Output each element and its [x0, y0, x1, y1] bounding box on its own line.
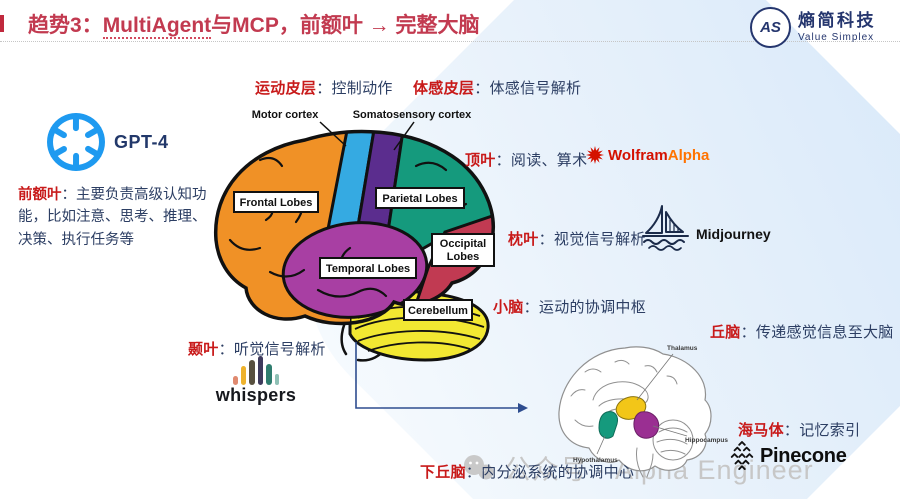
- occipital-lobes-label-line1: Occipital: [440, 238, 486, 250]
- gpt4-label: GPT-4: [114, 131, 169, 152]
- title-prefix: 趋势3：: [28, 14, 103, 37]
- midjourney-label: Midjourney: [696, 226, 771, 242]
- connector-arrow: [355, 342, 528, 413]
- arrowhead-icon: [518, 403, 528, 413]
- occipital-term: 枕叶: [508, 231, 539, 248]
- gpt4-logo: GPT-4: [44, 110, 169, 174]
- wolfram-label: Wolfram: [608, 146, 668, 164]
- thalamus-term: 丘脑: [710, 324, 741, 341]
- parietal-lobes-label: Parietal Lobes: [382, 193, 457, 205]
- temporal-term: 颞叶: [188, 341, 219, 358]
- as-monogram-icon: AS: [750, 7, 791, 48]
- motor-cortex-label: Motor cortex: [252, 109, 320, 121]
- page-title: 趋势3：MultiAgent与MCP，前额叶 → 完整大脑: [28, 9, 480, 39]
- company-logo-text: 熵简科技 Value Simplex: [798, 10, 876, 44]
- motor-term: 运动皮层: [255, 80, 317, 97]
- occipital-annotation: 枕叶：视觉信号解析: [508, 228, 646, 249]
- wolframalpha-logo: WolframAlpha: [586, 146, 709, 164]
- alpha-label: Alpha: [667, 146, 710, 164]
- small-thalamus-label: Thalamus: [667, 345, 698, 352]
- parietal-annotation: 顶叶：阅读、算术: [465, 149, 587, 170]
- small-hypothalamus-label: Hypothalamus: [573, 457, 618, 464]
- cerebrum-outline: [214, 129, 495, 326]
- header-divider: [0, 41, 900, 42]
- motor-annotation: 运动皮层：控制动作: [255, 77, 393, 98]
- cortex-pointer-lines: [319, 121, 415, 151]
- small-brain-pointer-lines: [596, 353, 688, 455]
- hypothalamus-region: [598, 411, 618, 439]
- brain-diagram: Motor cortex Somatosensory cortex Fronta…: [214, 109, 495, 362]
- midjourney-boat-icon: [642, 205, 689, 251]
- title-accent-bar: [0, 15, 4, 32]
- whispers-label: whispers: [215, 385, 297, 405]
- thalamus-desc: ：传递感觉信息至大脑: [740, 324, 894, 341]
- temporal-desc: ：听觉信号解析: [218, 341, 326, 358]
- title-suffix: 与MCP，前额叶 → 完整大脑: [211, 14, 480, 37]
- motor-desc: ：控制动作: [316, 80, 393, 97]
- parietal-term: 顶叶: [465, 152, 496, 169]
- pinecone-icon: [730, 441, 754, 470]
- prefrontal-desc: ：主要负责高级认知功能，比如注意、思考、推理、决策、执行任务等: [18, 187, 207, 248]
- hippocampus-region: [633, 411, 660, 439]
- hypothalamus-desc: ：内分泌系统的协调中心: [465, 464, 635, 481]
- pinecone-logo: Pinecone: [728, 440, 847, 472]
- frontal-lobes-label: Frontal Lobes: [240, 197, 313, 209]
- pinecone-label: Pinecone: [760, 444, 847, 467]
- parietal-desc: ：阅读、算术: [495, 152, 588, 169]
- somato-term: 体感皮层: [413, 80, 475, 97]
- cerebellum-annotation: 小脑：运动的协调中枢: [493, 296, 646, 317]
- hypothalamus-annotation: 下丘脑：内分泌系统的协调中心: [420, 461, 634, 482]
- cerebellum-label: Cerebellum: [408, 305, 468, 317]
- whispers-logo: whispers: [206, 355, 306, 406]
- hippocampus-annotation: 海马体：记忆索引: [738, 419, 860, 440]
- cerebellum-desc: ：运动的协调中枢: [523, 299, 647, 316]
- thalamus-annotation: 丘脑：传递感觉信息至大脑: [710, 321, 894, 342]
- title-underlined: MultiAgent: [102, 14, 212, 39]
- temporal-lobes-label: Temporal Lobes: [326, 263, 410, 275]
- whispers-bars-icon: [206, 355, 306, 385]
- temporal-annotation: 颞叶：听觉信号解析: [188, 338, 326, 359]
- company-name-cn: 熵简科技: [798, 10, 876, 30]
- openai-icon: [47, 113, 105, 171]
- somato-desc: ：体感信号解析: [474, 80, 582, 97]
- prefrontal-term: 前额叶: [18, 187, 62, 203]
- small-hippocampus-label: Hippocampus: [685, 437, 728, 444]
- company-name-en: Value Simplex: [798, 32, 875, 44]
- somatosensory-cortex-label: Somatosensory cortex: [353, 109, 472, 121]
- hippocampus-desc: ：记忆索引: [783, 422, 861, 439]
- occipital-lobes-label-line2: Lobes: [447, 251, 479, 263]
- hippocampus-term: 海马体: [738, 422, 784, 439]
- cerebellum-term: 小脑: [493, 299, 524, 316]
- wolfram-star-icon: [586, 146, 604, 164]
- prefrontal-annotation: 前额叶：主要负责高级认知功能，比如注意、思考、推理、决策、执行任务等: [18, 184, 218, 251]
- somatosensory-annotation: 体感皮层：体感信号解析: [413, 77, 581, 98]
- lobe-label-boxes: Frontal Lobes Parietal Lobes Temporal Lo…: [233, 187, 495, 321]
- occipital-desc: ：视觉信号解析: [538, 231, 646, 248]
- small-brain-diagram: Thalamus Hippocampus Hypothalamus: [558, 345, 728, 478]
- hypothalamus-term: 下丘脑: [420, 464, 466, 481]
- wechat-icon: [464, 454, 494, 479]
- company-logo: AS 熵简科技 Value Simplex: [750, 7, 876, 48]
